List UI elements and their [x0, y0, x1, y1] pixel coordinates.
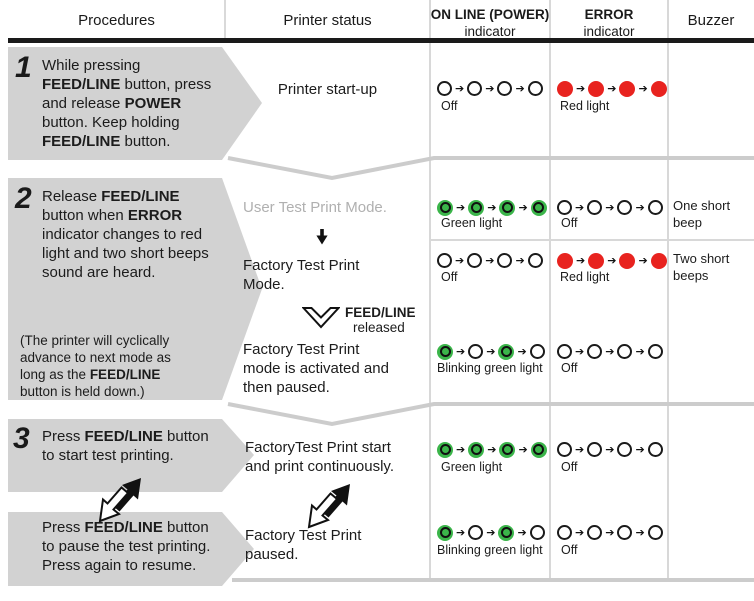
down-arrow-icon	[316, 229, 328, 245]
online-leds-row2b: ➔➔➔	[437, 252, 543, 269]
header-error-line1: ERROR	[584, 7, 634, 22]
error-leds-row2a: ➔➔➔	[557, 199, 663, 216]
status-row1: Printer start-up	[277, 81, 378, 98]
online-led-label: Green light	[441, 460, 503, 474]
online-led-label: Green light	[441, 216, 503, 230]
online-led-label: Blinking green light	[437, 543, 543, 557]
status-user-test-mode: User Test Print Mode.	[243, 199, 387, 216]
online-leds-row2c: ➔➔➔	[437, 343, 545, 360]
status-row3b: Factory Test Print paused.	[245, 527, 362, 563]
header-online-line1: ON LINE (POWER)	[430, 7, 550, 22]
header-buzzer: Buzzer	[687, 12, 735, 29]
online-leds-row1: ➔➔➔	[437, 80, 543, 97]
error-led-label: Red light	[560, 270, 610, 284]
header-procedures: Procedures	[78, 12, 155, 29]
buzzer-note: One short beep	[673, 198, 731, 230]
online-leds-row2a: ➔➔➔	[437, 199, 547, 216]
online-leds-row3a: ➔➔➔	[437, 441, 547, 458]
header-printer-status: Printer status	[283, 12, 372, 29]
step3b-text: Press FEED/LINE button to pause the test…	[42, 519, 211, 574]
header-error-indicator: ERROR indicator	[550, 6, 668, 39]
online-led-label: Blinking green light	[437, 361, 543, 375]
press-toggle-icon	[98, 478, 141, 523]
error-led-label: Off	[561, 216, 578, 230]
buzzer-note: Two short beeps	[673, 251, 730, 283]
step1-number: 1	[15, 51, 32, 84]
error-led-label: Off	[561, 460, 578, 474]
row-divider-chevron-1	[227, 156, 754, 181]
online-led-label: Off	[441, 270, 458, 284]
error-leds-row1: ➔➔➔	[557, 80, 667, 97]
online-leds-row3b: ➔➔➔	[437, 524, 545, 541]
header-online-indicator: ON LINE (POWER) indicator	[430, 6, 550, 39]
error-led-label: Red light	[560, 99, 610, 113]
feedline-released-label: FEED/LINE released	[345, 305, 416, 335]
status-factory-test-mode: Factory Test Print Mode.	[243, 257, 360, 293]
row-divider-chevron-2	[227, 402, 754, 427]
error-led-label: Off	[561, 361, 578, 375]
header-online-line2: indicator	[464, 24, 516, 39]
online-led-label: Off	[441, 99, 458, 113]
error-leds-row3b: ➔➔➔	[557, 524, 663, 541]
step3-number: 3	[13, 422, 30, 455]
error-leds-row3a: ➔➔➔	[557, 441, 663, 458]
feedline-released-arrow-icon	[302, 307, 340, 329]
error-leds-row2c: ➔➔➔	[557, 343, 663, 360]
step1-text: While pressing FEED/LINE button, press a…	[42, 57, 212, 150]
error-led-label: Off	[561, 543, 578, 557]
step2-note: (The printer will cyclically advance to …	[20, 333, 171, 399]
step2-text: Release FEED/LINE button when ERROR indi…	[42, 188, 209, 281]
press-toggle-icon	[307, 484, 350, 529]
header-error-line2: indicator	[583, 24, 635, 39]
step2-number: 2	[15, 182, 32, 215]
step3a-text: Press FEED/LINE button to start test pri…	[42, 428, 209, 464]
error-leds-row2b: ➔➔➔	[557, 252, 667, 269]
status-factory-activated: Factory Test Print mode is activated and…	[243, 341, 389, 396]
status-row3a: FactoryTest Print start and print contin…	[245, 439, 394, 475]
